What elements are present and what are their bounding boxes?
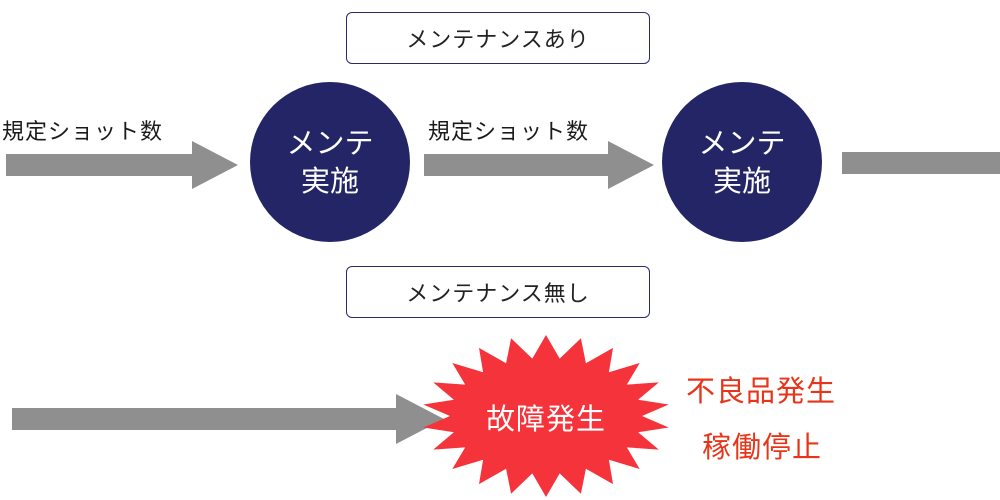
maintenance-without-label: メンテナンス無し — [346, 266, 650, 318]
arrow-right-icon — [424, 141, 654, 189]
maintenance-with-text: メンテナンスあり — [406, 28, 590, 53]
maintenance-node-line1: メンテ — [286, 126, 374, 160]
maintenance-node-1: メンテ 実施 — [250, 82, 410, 242]
arrow-right-icon — [6, 141, 238, 189]
outcome-stoppage: 稼働停止 — [702, 430, 823, 464]
outcome-defects: 不良品発生 — [686, 374, 837, 408]
failure-label: 故障発生 — [485, 402, 606, 436]
failure-burst-shape — [423, 335, 669, 497]
maintenance-without-text: メンテナンス無し — [406, 282, 590, 307]
failure-burst-icon — [423, 335, 669, 497]
maintenance-node-2: メンテ 実施 — [662, 82, 822, 242]
maintenance-node-line1: メンテ — [698, 126, 786, 160]
shot-count-label-2: 規定ショット数 — [428, 120, 590, 145]
maintenance-with-label: メンテナンスあり — [346, 12, 650, 64]
continuation-bar — [842, 152, 1000, 174]
maintenance-node-line2: 実施 — [712, 164, 771, 198]
maintenance-node-line2: 実施 — [300, 164, 359, 198]
arrow-right-icon — [12, 394, 444, 444]
shot-count-label-1: 規定ショット数 — [2, 120, 164, 145]
